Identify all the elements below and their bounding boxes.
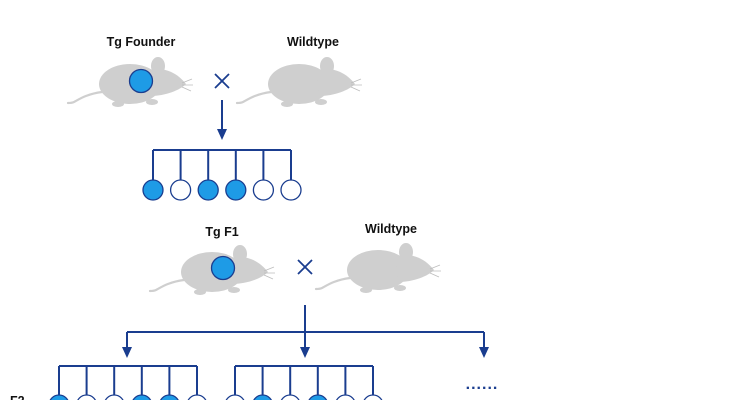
offspring-wildtype xyxy=(187,394,207,400)
label-wildtype-1: Wildtype xyxy=(287,35,339,49)
offspring-transgenic xyxy=(225,179,247,201)
offspring-wildtype xyxy=(77,394,96,400)
cross-symbol-1 xyxy=(214,73,230,89)
label-wildtype-2: Wildtype xyxy=(365,222,417,236)
transgene-marker xyxy=(210,255,236,281)
label-f2: F2 xyxy=(10,394,25,400)
cross-symbol-2 xyxy=(297,259,313,275)
offspring-transgenic xyxy=(253,394,272,400)
more-offspring-ellipsis: ...... xyxy=(466,376,499,393)
offspring-wildtype xyxy=(169,179,192,201)
offspring-wildtype xyxy=(336,394,355,400)
tg-f1-mouse xyxy=(148,243,277,297)
arrow-to-f1 xyxy=(217,100,227,140)
f1-offspring-bracket xyxy=(142,149,302,201)
transgene-marker xyxy=(128,68,154,94)
offspring-transgenic xyxy=(142,179,164,201)
offspring-wildtype xyxy=(225,394,245,400)
offspring-wildtype xyxy=(280,179,302,201)
offspring-wildtype xyxy=(280,394,300,400)
label-tg-founder: Tg Founder xyxy=(107,35,176,49)
offspring-transgenic xyxy=(49,394,69,400)
f2-offspring-bracket-1 xyxy=(49,365,207,400)
offspring-wildtype xyxy=(104,394,124,400)
offspring-wildtype xyxy=(252,179,275,201)
wildtype-mouse-2 xyxy=(314,241,443,295)
offspring-transgenic xyxy=(160,394,179,400)
f2-distribution-lines xyxy=(122,305,489,358)
label-tg-f1: Tg F1 xyxy=(205,225,238,239)
offspring-wildtype xyxy=(363,394,383,400)
wildtype-mouse-1 xyxy=(235,55,364,109)
f2-offspring-bracket-2 xyxy=(225,365,383,400)
offspring-transgenic xyxy=(308,394,328,400)
offspring-transgenic xyxy=(197,179,219,201)
tg-founder-mouse xyxy=(66,55,195,109)
offspring-transgenic xyxy=(132,394,152,400)
